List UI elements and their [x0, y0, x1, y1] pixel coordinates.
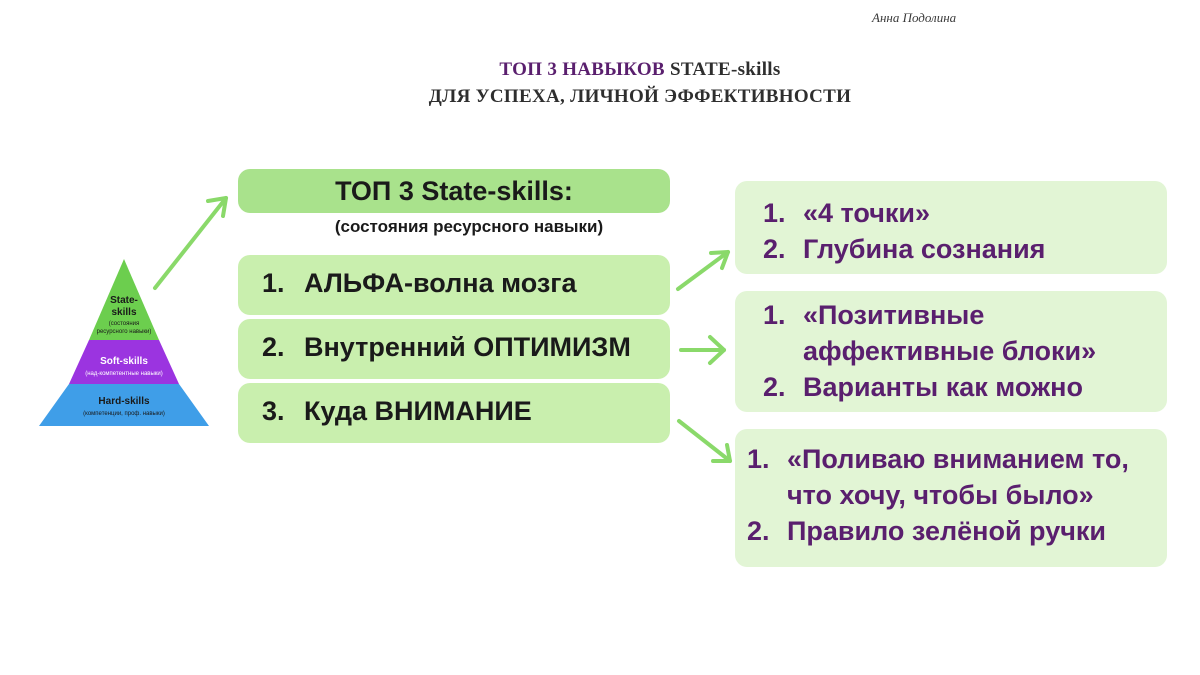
item-text: Правило зелёной ручки	[787, 516, 1106, 546]
item-line: что хочу, чтобы было»	[787, 480, 1094, 510]
skill-label: Куда ВНИМАНИЕ	[304, 396, 532, 426]
item-number: 2.	[763, 234, 786, 264]
arrow-skill3-icon	[677, 419, 732, 463]
pyramid-top-label2: skills	[111, 307, 136, 318]
title-rest: STATE-skills	[669, 59, 781, 80]
pyramid-top-note2: ресурсного навыки)	[97, 329, 152, 335]
list-item: 2. Глубина сознания	[763, 231, 1045, 267]
detail-list-2: 1. «Позитивные аффективные блоки» 2. Вар…	[763, 297, 1096, 405]
skills-pyramid: State- skills (состояния ресурсного навы…	[39, 259, 209, 426]
skill-box-3: 3. Куда ВНИМАНИЕ	[238, 383, 670, 443]
item-line: аффективные блоки»	[803, 336, 1097, 366]
pyramid-bottom-label: Hard-skills	[98, 396, 150, 407]
detail-box-3: 1. «Поливаю вниманием то, что хочу, чтоб…	[735, 429, 1167, 567]
item-line: «Позитивные	[803, 300, 985, 330]
pyramid-middle-label: Soft-skills	[100, 356, 148, 367]
pyramid-bottom-note: (компетенции, проф. навыки)	[83, 411, 165, 417]
skill-number: 2.	[262, 332, 285, 362]
item-number: 1.	[763, 198, 786, 228]
skill-box-2: 2. Внутренний ОПТИМИЗМ	[238, 319, 670, 379]
detail-list-1: 1. «4 точки» 2. Глубина сознания	[763, 195, 1045, 267]
list-item: 2. Варианты как можно	[763, 369, 1096, 405]
skill-label: АЛЬФА-волна мозга	[304, 268, 577, 298]
top3-header-box: ТОП 3 State-skills:	[238, 169, 670, 213]
item-number: 2.	[763, 372, 786, 402]
item-text: «Позитивные аффективные блоки»	[803, 297, 1096, 369]
arrow-to-header-icon	[153, 196, 228, 290]
pyramid-top-label1: State-	[110, 295, 138, 306]
list-item: 1. «4 точки»	[763, 195, 1045, 231]
list-item: 1. «Позитивные аффективные блоки»	[763, 297, 1096, 369]
skill-box-1: 1. АЛЬФА-волна мозга	[238, 255, 670, 315]
top3-header-subtitle: (состояния ресурсного навыки)	[334, 217, 604, 236]
author-name: Анна Подолина	[872, 10, 957, 25]
item-number: 2.	[747, 516, 770, 546]
top3-header-title: ТОП 3 State-skills:	[335, 176, 573, 206]
skill-number: 1.	[262, 268, 285, 298]
skill-number: 3.	[262, 396, 285, 426]
list-item: 2. Правило зелёной ручки	[747, 513, 1129, 549]
pyramid-top-note1: (состояния	[109, 321, 140, 327]
skill-text-1: 1. АЛЬФА-волна мозга	[262, 268, 577, 299]
detail-list-3: 1. «Поливаю вниманием то, что хочу, чтоб…	[747, 441, 1129, 549]
arrow-skill1-icon	[676, 250, 730, 291]
detail-box-2: 1. «Позитивные аффективные блоки» 2. Вар…	[735, 291, 1167, 412]
title-line2: ДЛЯ УСПЕХА, ЛИЧНОЙ ЭФФЕКТИВНОСТИ	[428, 86, 852, 107]
item-number: 1.	[747, 444, 770, 474]
title-accent: ТОП 3 НАВЫКОВ	[499, 59, 665, 80]
item-text: Глубина сознания	[803, 234, 1046, 264]
pyramid-top-state	[89, 259, 159, 340]
detail-box-1: 1. «4 точки» 2. Глубина сознания	[735, 181, 1167, 274]
pyramid-middle-soft	[69, 340, 179, 384]
item-number: 1.	[763, 300, 786, 330]
skill-text-2: 2. Внутренний ОПТИМИЗМ	[262, 332, 631, 363]
arrow-skill2-icon	[679, 335, 726, 365]
item-text: Варианты как можно	[803, 372, 1083, 402]
page-title: ТОП 3 НАВЫКОВ STATE-skills ДЛЯ УСПЕХА, Л…	[250, 56, 1030, 110]
list-item: 1. «Поливаю вниманием то, что хочу, чтоб…	[747, 441, 1129, 513]
skill-text-3: 3. Куда ВНИМАНИЕ	[262, 396, 532, 427]
item-text: «4 точки»	[803, 198, 931, 228]
pyramid-middle-note: (над-компетентные навыки)	[85, 371, 163, 377]
item-line: «Поливаю вниманием то,	[787, 444, 1129, 474]
item-text: «Поливаю вниманием то, что хочу, чтобы б…	[787, 441, 1129, 513]
pyramid-bottom-hard	[39, 384, 209, 426]
skill-label: Внутренний ОПТИМИЗМ	[304, 332, 631, 362]
